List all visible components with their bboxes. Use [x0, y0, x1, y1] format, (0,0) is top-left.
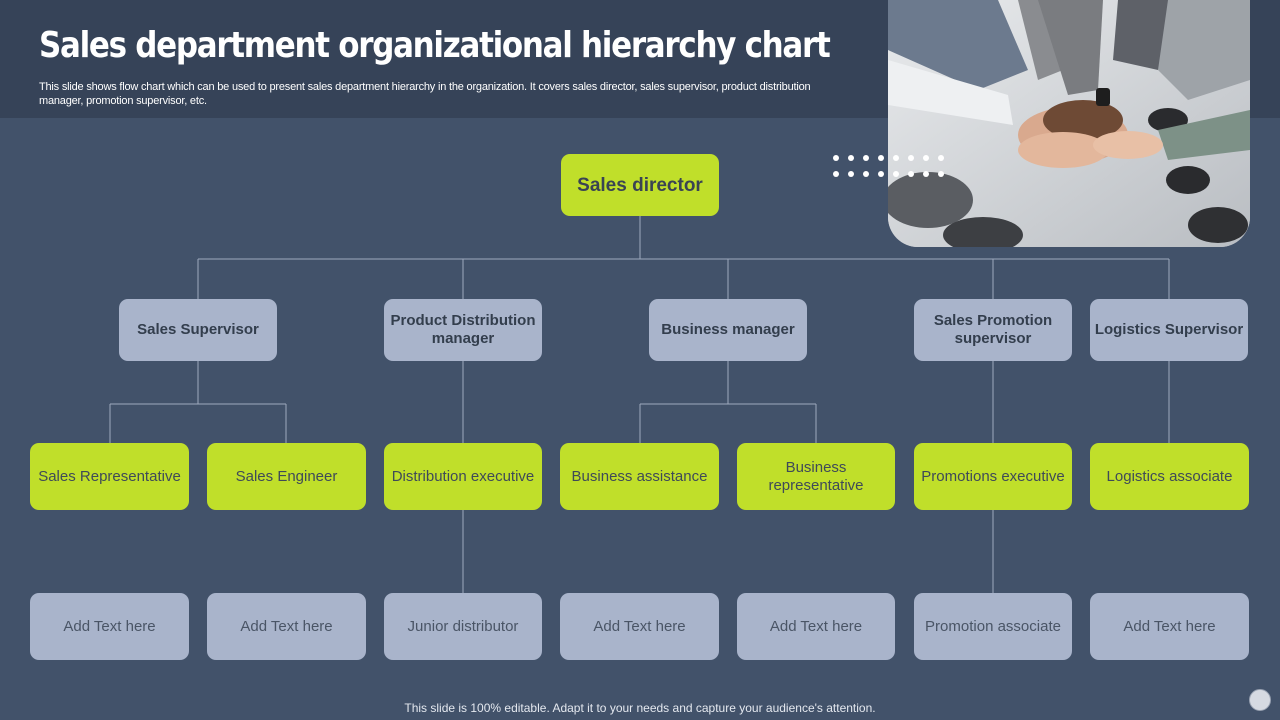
node-business-representative: Business representative — [737, 443, 895, 510]
node-label: Junior distributor — [408, 618, 519, 636]
node-label: Add Text here — [770, 618, 862, 636]
node-label: Logistics associate — [1107, 468, 1233, 486]
node-label: Add Text here — [593, 618, 685, 636]
node-sales-promotion-supervisor: Sales Promotion supervisor — [914, 299, 1072, 361]
node-label: Add Text here — [240, 618, 332, 636]
node-label: Product Distribution manager — [386, 312, 540, 348]
slide-footer: This slide is 100% editable. Adapt it to… — [0, 700, 1280, 716]
node-promotions-executive: Promotions executive — [914, 443, 1072, 510]
node-add-text-3: Add Text here — [560, 593, 719, 660]
node-label: Sales Supervisor — [137, 321, 259, 339]
node-business-manager: Business manager — [649, 299, 807, 361]
node-label: Business representative — [739, 459, 893, 495]
node-label: Business assistance — [572, 468, 708, 486]
node-label: Sales Engineer — [236, 468, 338, 486]
corner-circle-icon[interactable] — [1249, 689, 1271, 711]
node-sales-representative: Sales Representative — [30, 443, 189, 510]
node-label: Sales Representative — [38, 468, 181, 486]
node-label: Business manager — [661, 321, 794, 339]
node-business-assistance: Business assistance — [560, 443, 719, 510]
node-sales-supervisor: Sales Supervisor — [119, 299, 277, 361]
node-product-distribution-manager: Product Distribution manager — [384, 299, 542, 361]
node-junior-distributor: Junior distributor — [384, 593, 542, 660]
node-label: Promotions executive — [921, 468, 1064, 486]
node-add-text-4: Add Text here — [737, 593, 895, 660]
node-label: Logistics Supervisor — [1095, 321, 1243, 339]
node-sales-director: Sales director — [561, 154, 719, 216]
node-logistics-supervisor: Logistics Supervisor — [1090, 299, 1248, 361]
node-label: Promotion associate — [925, 618, 1061, 636]
node-label: Sales director — [577, 174, 703, 197]
node-sales-engineer: Sales Engineer — [207, 443, 366, 510]
node-promotion-associate: Promotion associate — [914, 593, 1072, 660]
node-label: Sales Promotion supervisor — [916, 312, 1070, 348]
node-add-text-5: Add Text here — [1090, 593, 1249, 660]
node-label: Add Text here — [1123, 618, 1215, 636]
node-logistics-associate: Logistics associate — [1090, 443, 1249, 510]
node-distribution-executive: Distribution executive — [384, 443, 542, 510]
node-label: Add Text here — [63, 618, 155, 636]
node-add-text-2: Add Text here — [207, 593, 366, 660]
node-label: Distribution executive — [392, 468, 535, 486]
node-add-text-1: Add Text here — [30, 593, 189, 660]
